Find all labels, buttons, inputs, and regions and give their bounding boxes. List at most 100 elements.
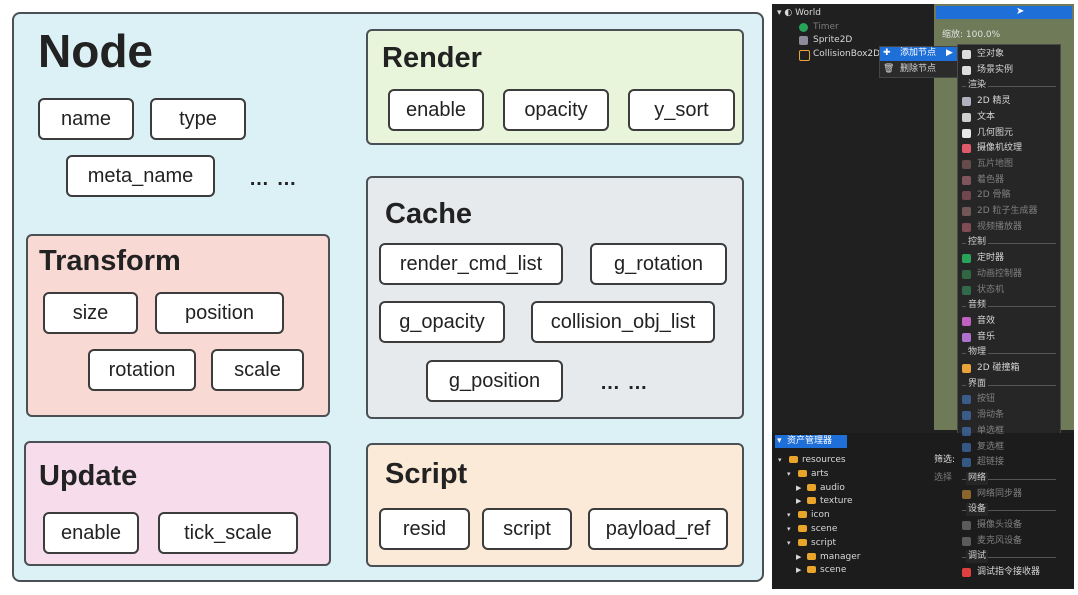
submenu-item[interactable]: 调试指令接收器 xyxy=(977,567,1041,578)
submenu-group-header: 音频 xyxy=(966,299,989,313)
tree-expander-icon[interactable]: ▾ xyxy=(787,511,791,520)
submenu-item[interactable]: 网络同步器 xyxy=(977,488,1023,499)
update-field-enable: enable xyxy=(43,512,139,554)
transform-field-rotation: rotation xyxy=(88,349,196,391)
folder-icon xyxy=(807,483,816,491)
asset-tree-item[interactable]: arts xyxy=(811,468,829,479)
submenu-group-header: 渲染 xyxy=(966,79,989,93)
update-title: Update xyxy=(39,460,138,492)
tree-expander-icon[interactable]: ▶ xyxy=(796,552,802,561)
submenu-item[interactable]: 2D 碰撞箱 xyxy=(977,363,1020,373)
tree-item-timer[interactable]: Timer xyxy=(813,22,839,32)
submenu-item[interactable]: 2D 骨骼 xyxy=(977,190,1011,201)
folder-icon xyxy=(798,525,807,532)
submenu-item[interactable]: 定时器 xyxy=(977,253,1005,264)
context-delete-node[interactable]: 删除节点 xyxy=(900,64,937,74)
submenu-item[interactable]: 超链接 xyxy=(977,457,1005,468)
submenu-item[interactable]: 状态机 xyxy=(977,284,1005,295)
asset-tree-item[interactable]: scene xyxy=(811,524,838,534)
submenu-item[interactable]: 音效 xyxy=(977,315,996,326)
viewport-toolbar[interactable]: ➤ xyxy=(936,6,1072,19)
asset-tree-item[interactable]: icon xyxy=(811,510,830,521)
tree-expander-icon[interactable]: ▾ xyxy=(787,538,791,547)
submenu-group-header: 网络 xyxy=(966,471,989,485)
filter-label: 筛选: xyxy=(934,455,956,465)
submenu-group-header: 界面 xyxy=(966,377,989,391)
submenu-arrow-icon: ▶ xyxy=(946,48,953,58)
submenu-item[interactable]: 滑动条 xyxy=(977,410,1005,421)
submenu-item[interactable]: 动画控制器 xyxy=(977,268,1023,279)
cache-field-collision-obj-list: collision_obj_list xyxy=(531,301,715,343)
tree-expander-icon[interactable]: ▾ xyxy=(787,469,791,478)
cache-field-g-opacity: g_opacity xyxy=(379,301,505,343)
timer-icon xyxy=(799,23,808,32)
tree-expander-icon[interactable]: ▾ xyxy=(787,525,791,533)
submenu-item[interactable]: 麦克风设备 xyxy=(977,535,1023,546)
add-node-label: 添加节点 xyxy=(900,48,937,58)
submenu-item[interactable]: 单选框 xyxy=(977,425,1005,436)
folder-icon xyxy=(807,566,816,574)
asset-tree-item[interactable]: texture xyxy=(820,496,853,507)
transform-field-scale: scale xyxy=(211,349,304,391)
submenu-item[interactable]: 摄像机纹理 xyxy=(977,143,1023,154)
submenu-item[interactable]: 复选框 xyxy=(977,441,1005,452)
submenu-item[interactable]: 空对象 xyxy=(977,49,1005,59)
asset-tree-item[interactable]: resources xyxy=(802,455,846,465)
state-machine-icon xyxy=(962,285,971,295)
shader-icon xyxy=(962,175,971,185)
zoom-label: 缩放: 100.0% xyxy=(942,30,1001,40)
debug-receiver-icon xyxy=(962,568,971,578)
asset-tree-item[interactable]: scene xyxy=(820,565,847,576)
empty-object-icon xyxy=(962,50,971,59)
asset-manager-tab[interactable]: ▾ 资产管理器 xyxy=(775,435,847,448)
submenu-item[interactable]: 2D 精灵 xyxy=(977,96,1011,107)
submenu-separator xyxy=(962,306,1056,308)
folder-icon xyxy=(798,511,807,519)
tree-item-collisionbox2d[interactable]: CollisionBox2D xyxy=(813,49,881,59)
submenu-item[interactable]: 音乐 xyxy=(977,331,996,342)
sprite-icon xyxy=(799,36,808,45)
folder-icon xyxy=(798,469,807,477)
slider-icon xyxy=(962,411,971,421)
asset-tree-item[interactable]: audio xyxy=(820,482,845,493)
tree-item-sprite2d[interactable]: Sprite2D xyxy=(813,35,853,45)
submenu-item[interactable]: 按钮 xyxy=(977,394,996,405)
asset-tree-item[interactable]: manager xyxy=(820,551,861,562)
submenu-item[interactable]: 摄像头设备 xyxy=(977,520,1023,530)
folder-icon xyxy=(807,497,816,505)
tilemap-icon xyxy=(962,159,971,169)
submenu-item[interactable]: 文本 xyxy=(977,111,996,122)
particle-icon xyxy=(962,207,971,216)
tree-expander-icon[interactable]: ▶ xyxy=(796,497,802,506)
script-field-script: script xyxy=(482,508,572,550)
update-field-tick-scale: tick_scale xyxy=(158,512,298,554)
node-field-name: name xyxy=(38,98,134,140)
submenu-group-header: 调试 xyxy=(966,550,989,564)
camera-texture-icon xyxy=(962,144,971,154)
tree-expander-icon[interactable]: ▶ xyxy=(796,566,802,575)
submenu-item[interactable]: 场景实例 xyxy=(977,64,1014,75)
tree-expander-icon[interactable]: ▶ xyxy=(796,483,802,492)
submenu-group-header: 设备 xyxy=(966,503,989,517)
submenu-separator xyxy=(962,353,1056,355)
trash-icon: 🗑 xyxy=(883,64,895,74)
submenu-separator xyxy=(962,510,1056,512)
tree-expander-icon[interactable]: ▾ xyxy=(778,456,782,464)
context-add-node[interactable]: ✚ 添加节点 ▶ xyxy=(880,47,958,61)
submenu-item[interactable]: 几何图元 xyxy=(977,127,1014,138)
submenu-group-header: 控制 xyxy=(966,236,989,250)
submenu-group-header: 物理 xyxy=(966,346,989,360)
webcam-icon xyxy=(962,521,971,530)
submenu-separator xyxy=(962,384,1056,386)
asset-tree-item[interactable]: script xyxy=(811,537,837,548)
submenu-item[interactable]: 着色器 xyxy=(977,174,1005,185)
transform-field-position: position xyxy=(155,292,284,334)
render-field-opacity: opacity xyxy=(503,89,609,131)
submenu-item[interactable]: 2D 粒子生成器 xyxy=(977,206,1038,216)
network-sync-icon xyxy=(962,489,971,499)
tree-item-world[interactable]: ▾ ◐ World xyxy=(777,8,821,18)
submenu-item[interactable]: 视频播放器 xyxy=(977,221,1023,232)
node-ellipsis: … … xyxy=(249,168,298,190)
submenu-item[interactable]: 瓦片地图 xyxy=(977,158,1014,169)
cache-field-render-cmd-list: render_cmd_list xyxy=(379,243,563,285)
